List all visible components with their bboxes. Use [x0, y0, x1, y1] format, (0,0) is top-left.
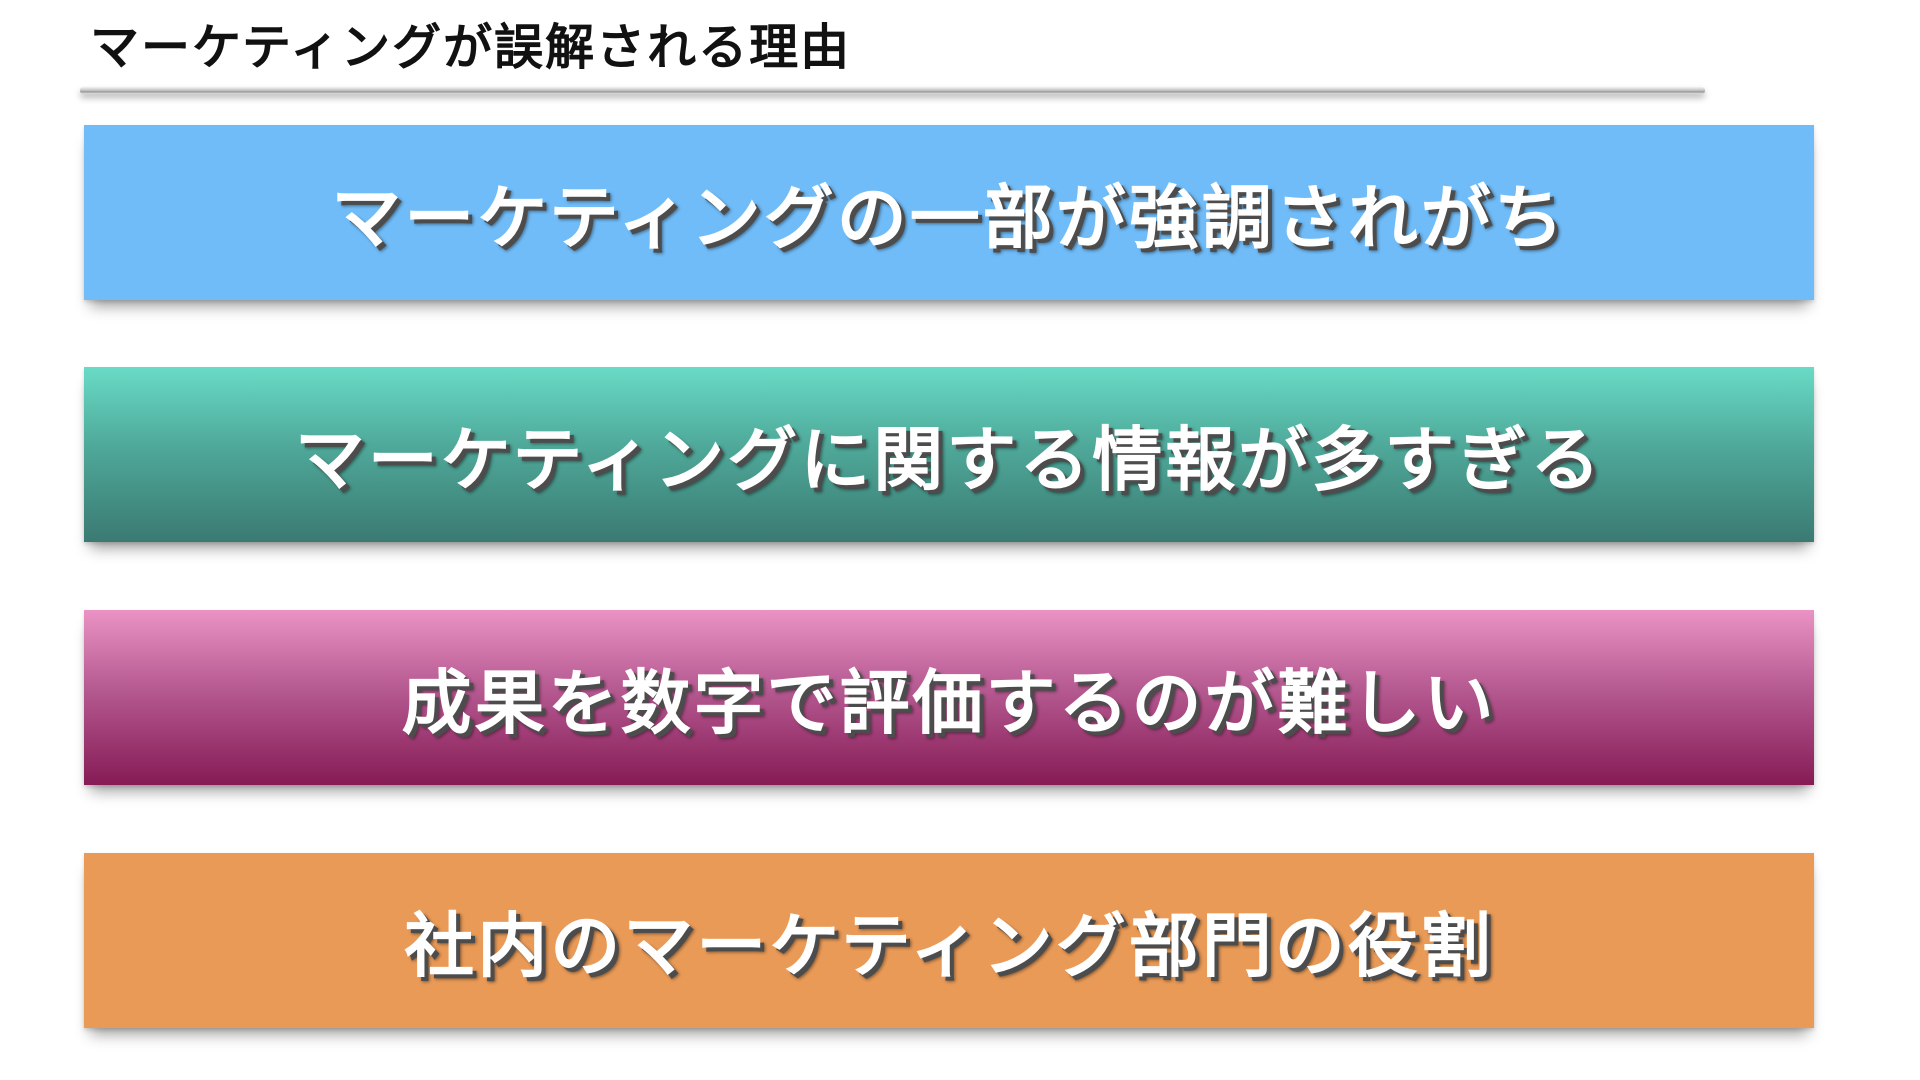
title-underline: [80, 87, 1705, 94]
reason-label-1: マーケティングの一部が強調されがち: [331, 177, 1567, 259]
reason-label-4: 社内のマーケティング部門の役割: [404, 905, 1494, 987]
reason-bar-1: マーケティングの一部が強調されがち: [84, 125, 1814, 300]
reason-bar-3: 成果を数字で評価するのが難しい: [84, 610, 1814, 785]
reason-label-3: 成果を数字で評価するのが難しい: [401, 662, 1497, 744]
reason-bar-4: 社内のマーケティング部門の役割: [84, 853, 1814, 1028]
slide-title: マーケティングが誤解される理由: [90, 19, 852, 76]
reason-bar-2: マーケティングに関する情報が多すぎる: [84, 367, 1814, 542]
reason-label-2: マーケティングに関する情報が多すぎる: [294, 419, 1604, 501]
